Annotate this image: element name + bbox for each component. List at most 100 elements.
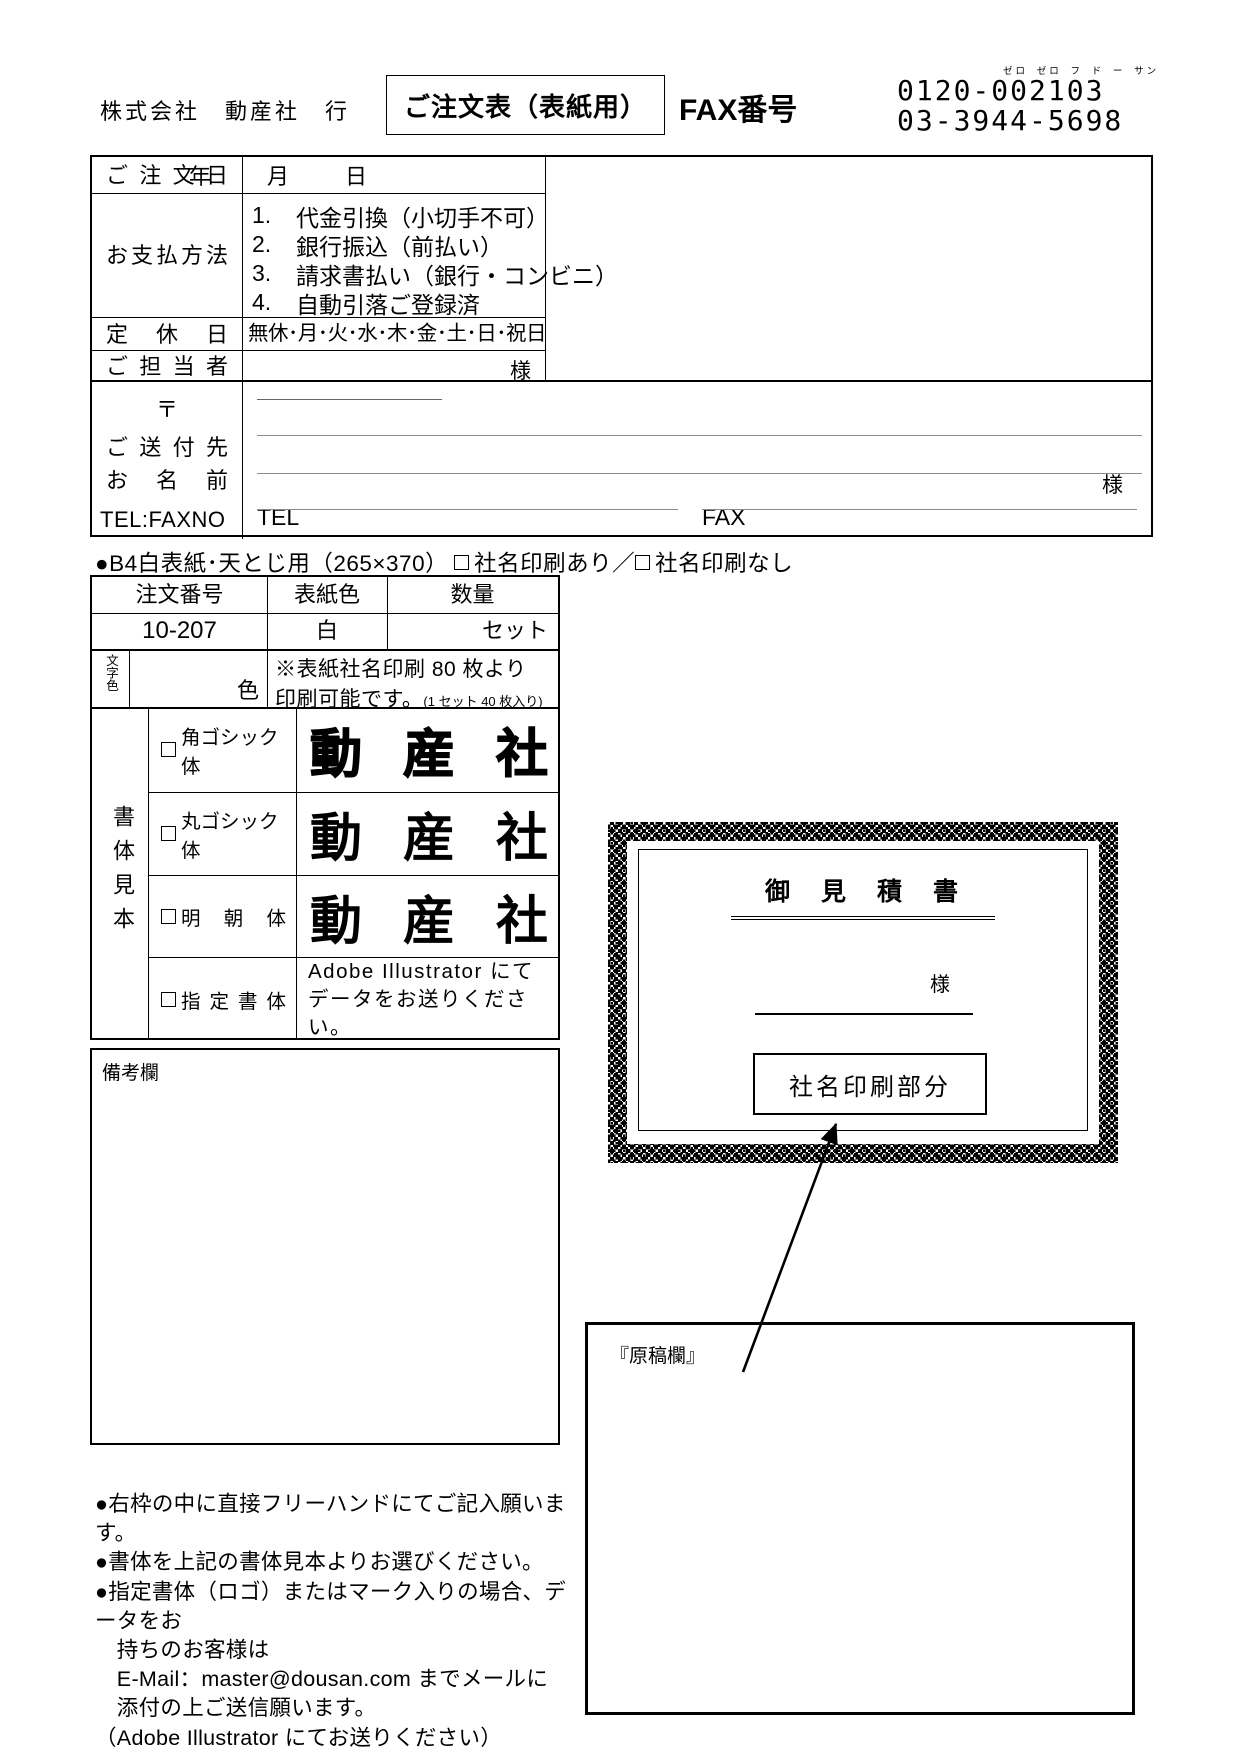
t2-line bbox=[92, 707, 558, 709]
order-no-value: 10-207 bbox=[142, 617, 217, 644]
tel-fax-label: TEL:FAXNO bbox=[100, 507, 226, 532]
instruction-notes: ●右枠の中に直接フリーハンドにてご記入願います。 ●書体を上記の書体見本よりお選… bbox=[95, 1490, 575, 1753]
note-line: ●右枠の中に直接フリーハンドにてご記入願います。 bbox=[95, 1492, 566, 1546]
note-line: （Adobe Illustrator にてお送りください） bbox=[95, 1725, 503, 1750]
fax-number-tollfree: 0120-002103 bbox=[897, 74, 1105, 107]
company-name-print-area: 社名印刷部分 bbox=[753, 1053, 987, 1115]
cover-color-value: 白 bbox=[315, 618, 338, 643]
contact-sama-suffix: 様 bbox=[510, 360, 531, 383]
kaku-gothic-sample: 動産社 bbox=[309, 724, 548, 785]
col-header-order-no: 注文番号 bbox=[135, 582, 224, 607]
fax-number-furigana: ゼロ ゼロ フ ド ー サン bbox=[1003, 66, 1160, 77]
tel-field[interactable] bbox=[257, 509, 678, 510]
t2-line bbox=[148, 957, 558, 958]
t2-line bbox=[92, 613, 558, 614]
col-header-quantity: 数量 bbox=[450, 582, 495, 607]
company-print-no-checkbox[interactable] bbox=[635, 554, 651, 570]
note-line: ●指定書体（ロゴ）またはマーク入りの場合、データをお bbox=[95, 1579, 567, 1633]
t2-line bbox=[387, 577, 388, 649]
maru-gothic-checkbox[interactable] bbox=[161, 826, 176, 841]
product-spec-line: ●B4白表紙･天とじ用（265×370） 社名印刷あり ／ 社名印刷なし bbox=[95, 546, 793, 578]
month-label: 月 bbox=[266, 164, 289, 189]
contact-person-label: ご担当者 bbox=[106, 354, 228, 379]
order-date-cell[interactable]: 年 月 日 bbox=[92, 157, 395, 193]
estimate-title: 御 見 積 書 bbox=[730, 872, 995, 920]
payment-option-3[interactable]: 3. 請求書払い（銀行・コンビニ） bbox=[252, 260, 618, 289]
form-title: ご注文表（表紙用） bbox=[403, 91, 647, 122]
t2-line bbox=[148, 875, 558, 876]
t1-row-divider bbox=[92, 350, 545, 351]
designated-font-checkbox[interactable] bbox=[161, 992, 176, 1007]
quantity-set-field[interactable]: セット bbox=[481, 618, 548, 643]
estimate-sama: 様 bbox=[930, 974, 950, 996]
company-print-yes-checkbox[interactable] bbox=[454, 554, 470, 570]
note-line: 持ちのお客様は bbox=[95, 1638, 270, 1663]
fax-label: FAX bbox=[702, 504, 746, 530]
t2-line bbox=[267, 577, 268, 707]
t1-row-divider bbox=[92, 193, 545, 194]
t2-line bbox=[92, 649, 558, 651]
send-to-label: ご送付先 bbox=[106, 435, 228, 460]
draft-area-label: 『原稿欄』 bbox=[610, 1346, 706, 1367]
cover-sample-inner bbox=[627, 841, 1099, 1144]
payment-method-label: お支払方法 bbox=[106, 243, 228, 268]
font-option-designated[interactable]: 指定書体 bbox=[148, 957, 296, 1042]
font-option-kaku-gothic[interactable]: 角ゴシック体 bbox=[148, 707, 296, 792]
mincho-checkbox[interactable] bbox=[161, 908, 176, 924]
day-label: 日 bbox=[344, 164, 367, 189]
tel-label: TEL bbox=[257, 504, 300, 530]
t2-line bbox=[296, 707, 297, 1038]
note-line: E-Mail：master@dousan.com までメールに bbox=[95, 1667, 549, 1692]
fax-number-local: 03-3944-5698 bbox=[897, 104, 1124, 137]
set-count-note: (1 セット 40 枚入り) bbox=[423, 694, 543, 709]
address-field[interactable] bbox=[257, 435, 1142, 436]
remarks-label: 備考欄 bbox=[102, 1063, 160, 1084]
t1-label-col-divider bbox=[242, 157, 243, 539]
payment-option-2[interactable]: 2. 銀行振込（前払い） bbox=[252, 231, 503, 260]
remarks-box[interactable]: 備考欄 bbox=[90, 1048, 560, 1445]
note-line: ●書体を上記の書体見本よりお選びください。 bbox=[95, 1550, 544, 1575]
cover-sample-preview: 御 見 積 書 様 社名印刷部分 bbox=[608, 822, 1118, 1163]
year-label: 年 bbox=[188, 164, 211, 189]
product-spec-text: ●B4白表紙･天とじ用（265×370） bbox=[95, 551, 449, 576]
name-sama-suffix: 様 bbox=[1102, 474, 1123, 497]
print-minimum-note: ※表紙社名印刷 80 枚より 印刷可能です。 (1 セット 40 枚入り) bbox=[275, 658, 543, 711]
kaku-gothic-checkbox[interactable] bbox=[161, 742, 176, 757]
name-field[interactable] bbox=[257, 473, 1142, 474]
font-sample-section-label: 書体見本 bbox=[110, 804, 135, 941]
draft-area-box[interactable]: 『原稿欄』 bbox=[585, 1322, 1135, 1715]
form-title-box: ご注文表（表紙用） bbox=[386, 75, 665, 135]
fax-numbers: ゼロ ゼロ フ ド ー サン 0120-002103 03-3944-5698 bbox=[897, 63, 1159, 136]
spec-table: 注文番号 表紙色 数量 10-207 白 セット 文字色 色 ※表紙社名印刷 8… bbox=[90, 575, 560, 1040]
company-print-yes-label: 社名印刷あり bbox=[474, 551, 613, 576]
t2-line bbox=[129, 649, 130, 707]
t1-mid-col-divider bbox=[545, 157, 546, 380]
t2-line bbox=[148, 707, 149, 1038]
payment-option-1[interactable]: 1. 代金引換（小切手不可） bbox=[252, 202, 549, 231]
payment-option-4[interactable]: 4. 自動引落ご登録済 bbox=[252, 289, 480, 318]
holiday-label: 定休日 bbox=[106, 322, 228, 347]
col-header-cover-color: 表紙色 bbox=[293, 582, 360, 607]
estimate-addressee-line bbox=[755, 971, 973, 1015]
maru-gothic-sample: 動産社 bbox=[310, 809, 548, 869]
addressee: 株式会社 動産社 行 bbox=[100, 99, 351, 124]
font-option-maru-gothic[interactable]: 丸ゴシック体 bbox=[148, 792, 296, 875]
text-color-label: 文字色 bbox=[104, 654, 118, 692]
color-suffix-field[interactable]: 色 bbox=[236, 678, 259, 703]
cover-sample-frame bbox=[638, 849, 1088, 1131]
holiday-options[interactable]: 無休･月･火･水･木･金･土･日･祝日 bbox=[248, 322, 547, 345]
name-label: お名前 bbox=[106, 468, 228, 493]
postal-code-field[interactable] bbox=[257, 399, 442, 400]
fax-number-label: FAX番号 bbox=[679, 94, 798, 127]
t1-row-divider bbox=[92, 380, 1151, 382]
company-print-no-label: 社名印刷なし bbox=[655, 551, 794, 576]
order-date-label: ご注文日 bbox=[106, 163, 228, 188]
postal-mark: 〒 bbox=[155, 397, 178, 422]
order-info-table: ご注文日 お支払方法 定休日 ご担当者 年 月 日 1. 代金引換（小切手不可）… bbox=[90, 155, 1153, 539]
font-option-mincho[interactable]: 明朝体 bbox=[148, 875, 296, 957]
option-separator: ／ bbox=[612, 551, 636, 576]
mincho-sample: 動産社 bbox=[310, 890, 548, 952]
note-line: 添付の上ご送信願います。 bbox=[95, 1696, 377, 1721]
fax-field[interactable] bbox=[702, 509, 1137, 510]
